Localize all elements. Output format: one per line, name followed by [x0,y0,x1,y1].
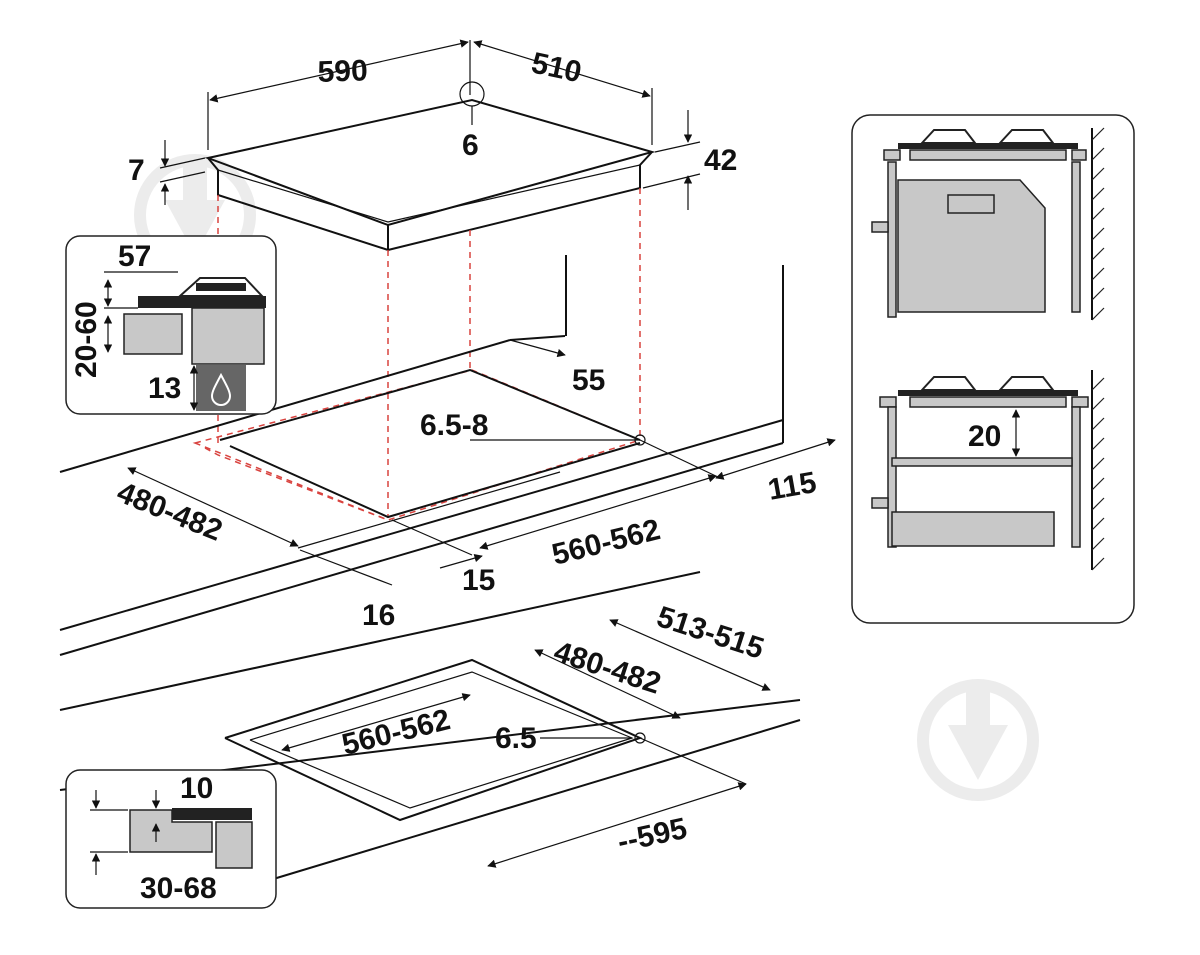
dim-hob-depth: 510 [529,47,585,90]
dim-thickness: 7 [128,154,145,187]
dim-front-right: 15 [462,564,495,597]
countertop-recessed [59,571,801,881]
dim-corner-radius: 6.5-8 [420,409,488,442]
dim-back-margin: 55 [572,364,605,397]
dim-side-bottom: 13 [148,372,181,405]
dim-back-gap: 115 [765,466,818,507]
dim-hob-width: 590 [317,54,368,89]
dim-install-clearance: 20 [968,420,1001,453]
dim-recessed-inner-width: 560-562 [339,703,454,762]
dimension-lines-cutout [127,339,836,586]
dim-edge-step: 10 [180,772,213,805]
dim-recessed-inner-depth: 480-482 [550,635,665,700]
dim-hob-height: 42 [704,144,737,177]
dim-side-top: 57 [118,240,151,273]
dimension-lines-top [159,39,701,210]
watermark-drop-icon-2 [917,679,1039,801]
side-detail-panel [65,235,277,415]
dim-recessed-outer-width: --595 [615,812,690,859]
dim-recessed-outer-depth: 513-515 [653,600,768,665]
install-detail-panel [851,114,1135,624]
dim-gas-inlet: 6 [462,129,479,162]
dim-edge-range: 30-68 [140,872,217,905]
edge-detail-panel [65,769,277,909]
dim-front-left: 16 [362,599,395,632]
dim-side-range: 20-60 [70,301,103,378]
hob-body [204,98,656,252]
dim-recessed-corner: 6.5 [495,722,537,755]
